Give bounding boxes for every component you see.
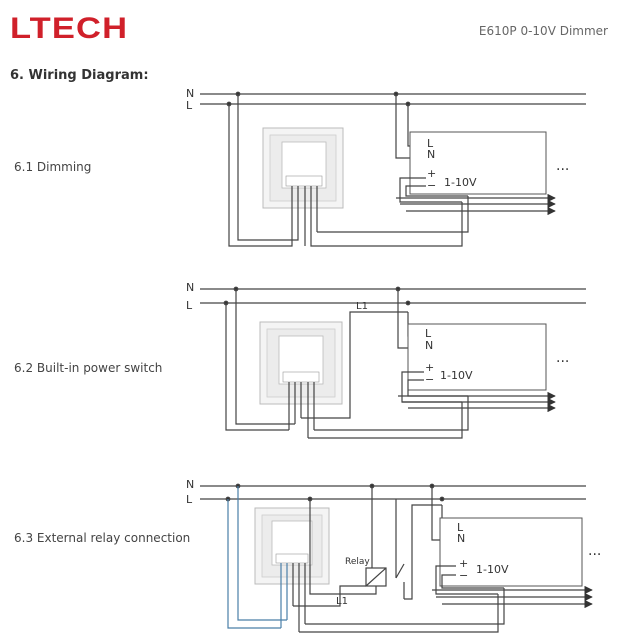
switched-line-label: L1 bbox=[356, 301, 368, 312]
dimmer-panel-icon bbox=[262, 127, 344, 209]
document-title: E610P 0-10V Dimmer bbox=[478, 24, 608, 38]
led-driver-box bbox=[439, 517, 583, 587]
driver-l-label: L bbox=[427, 137, 434, 150]
ltech-logo: LTECH bbox=[10, 12, 129, 45]
diagram-label-dimming: 6.1 Dimming bbox=[14, 160, 92, 174]
diagram-dimming: N L L N + − 1- bbox=[186, 87, 586, 247]
diagram-external-relay: N L Relay L1 bbox=[186, 478, 601, 633]
driver-l-label: L bbox=[425, 327, 432, 340]
line-l-label: L bbox=[186, 99, 193, 112]
line-l-label: L bbox=[186, 493, 193, 506]
dimmer-panel-icon bbox=[254, 507, 330, 585]
driver-plus-label: + bbox=[427, 167, 436, 180]
more-drivers-ellipsis: ... bbox=[588, 543, 601, 559]
driver-signal-label: 1-10V bbox=[444, 176, 477, 189]
driver-n-label: N bbox=[427, 148, 435, 161]
line-n-label: N bbox=[186, 87, 194, 100]
driver-plus-label: + bbox=[459, 557, 468, 570]
driver-plus-label: + bbox=[425, 361, 434, 374]
driver-minus-label: − bbox=[427, 179, 436, 192]
driver-n-label: N bbox=[425, 339, 433, 352]
led-driver-box bbox=[407, 323, 547, 391]
driver-l-label: L bbox=[457, 521, 464, 534]
driver-signal-label: 1-10V bbox=[440, 369, 473, 382]
driver-minus-label: − bbox=[459, 569, 468, 582]
section-heading: 6. Wiring Diagram: bbox=[10, 68, 149, 83]
line-n-label: N bbox=[186, 478, 194, 491]
line-l-label: L bbox=[186, 299, 193, 312]
line-n-label: N bbox=[186, 281, 194, 294]
led-driver-box bbox=[409, 131, 547, 195]
diagram-label-external-relay: 6.3 External relay connection bbox=[14, 531, 191, 545]
switched-line-label: L1 bbox=[336, 596, 348, 607]
diagram-label-power-switch: 6.2 Built-in power switch bbox=[14, 361, 163, 375]
diagram-power-switch: N L L1 L N + − 1-10V ... bbox=[186, 281, 586, 439]
more-drivers-ellipsis: ... bbox=[556, 158, 569, 174]
driver-minus-label: − bbox=[425, 373, 434, 386]
driver-n-label: N bbox=[457, 532, 465, 545]
more-drivers-ellipsis: ... bbox=[556, 350, 569, 366]
relay-label: Relay bbox=[345, 557, 370, 567]
driver-signal-label: 1-10V bbox=[476, 563, 509, 576]
relay-icon bbox=[365, 567, 387, 587]
